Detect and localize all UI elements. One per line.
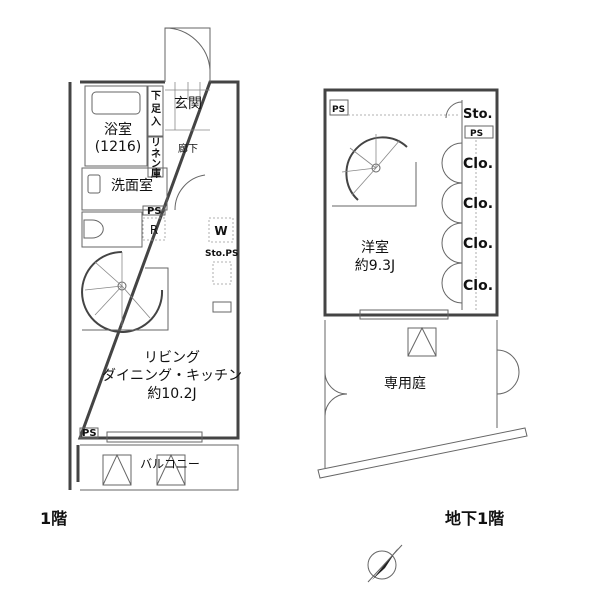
outdoor-units — [102, 453, 186, 486]
garden-doors[interactable] — [324, 349, 520, 417]
ps-box-2 — [464, 125, 494, 139]
room-label: 洋室 — [361, 239, 389, 256]
entrance-door[interactable] — [164, 27, 211, 82]
fridge-space — [212, 261, 232, 285]
shoe-storage — [147, 85, 164, 137]
r-box — [142, 217, 166, 241]
w-label: W — [214, 224, 227, 238]
shoe-storage-char: 下 — [151, 90, 161, 102]
toilet-room — [81, 211, 143, 248]
balcony — [80, 444, 239, 491]
ps-label: PS — [332, 105, 345, 115]
stove-icon — [212, 301, 232, 313]
spiral-staircase-1f[interactable] — [81, 251, 169, 333]
shoe-storage-char: 入 — [151, 116, 161, 128]
compass-icon — [367, 544, 403, 583]
entrance-label: 玄関 — [174, 95, 202, 112]
basement-walls — [323, 88, 499, 317]
ps-bottom-label: PS — [82, 428, 97, 439]
linen-storage — [147, 136, 164, 178]
r-label: R — [150, 223, 158, 237]
ldk-label-1: リビング — [144, 350, 200, 366]
floor-1-plan: 玄関 浴室 (1216) 下 足 入 リ ネ ン 庫 廊下 洗面室 PS R W… — [40, 27, 242, 528]
closet-label: Clo. — [463, 196, 493, 212]
ps-label-2: PS — [470, 129, 483, 139]
spiral-staircase-b1[interactable] — [332, 134, 417, 207]
linen-storage-char: 庫 — [151, 167, 161, 180]
window-1f — [106, 431, 203, 443]
basement-plan: PS Sto. PS Clo. Clo. Clo. Clo. 洋室 約9.3J … — [317, 88, 528, 528]
window-b1 — [359, 309, 449, 320]
closet-label: Clo. — [463, 156, 493, 172]
floor-1-label: 1階 — [40, 509, 67, 528]
bathtub — [91, 91, 141, 115]
basement-label: 地下1階 — [445, 509, 504, 528]
balcony-label: バルコニー — [140, 457, 200, 471]
sto-ps-label: Sto.PS — [205, 249, 238, 259]
washroom — [81, 167, 168, 211]
ps-box — [142, 205, 166, 216]
linen-storage-char: ネ — [151, 148, 161, 160]
ps-label: PS — [147, 206, 162, 217]
linen-storage-char: ン — [151, 159, 161, 170]
ps-box — [329, 99, 349, 116]
washroom-label: 洗面室 — [111, 177, 153, 194]
closet-label: Clo. — [463, 236, 493, 252]
entrance-steps — [165, 82, 210, 131]
toilet-icon — [83, 219, 104, 239]
floor-1-walls — [77, 80, 240, 440]
room-size: 約9.3J — [355, 258, 395, 274]
washer-box — [208, 217, 234, 243]
closet-label: Clo. — [463, 278, 493, 294]
ps-bottom-box — [79, 427, 99, 439]
washing-machine — [87, 174, 101, 194]
linen-storage-char: リ — [151, 137, 161, 149]
sto-label: Sto. — [463, 107, 492, 122]
outdoor-unit — [407, 326, 437, 357]
hallway-label: 廊下 — [178, 142, 198, 155]
bath-size: (1216) — [95, 139, 142, 155]
garden-walls — [317, 320, 528, 479]
garden-label: 専用庭 — [384, 375, 426, 392]
bath-label: 浴室 — [104, 121, 132, 138]
bathroom — [84, 85, 148, 167]
ldk-label-2: ダイニング・キッチン — [102, 368, 242, 384]
shoe-storage-char: 足 — [151, 103, 162, 115]
storage-door[interactable] — [445, 101, 463, 119]
ldk-size: 約10.2J — [147, 386, 196, 402]
washroom-door[interactable] — [174, 174, 206, 211]
closet-doors[interactable] — [441, 142, 463, 304]
